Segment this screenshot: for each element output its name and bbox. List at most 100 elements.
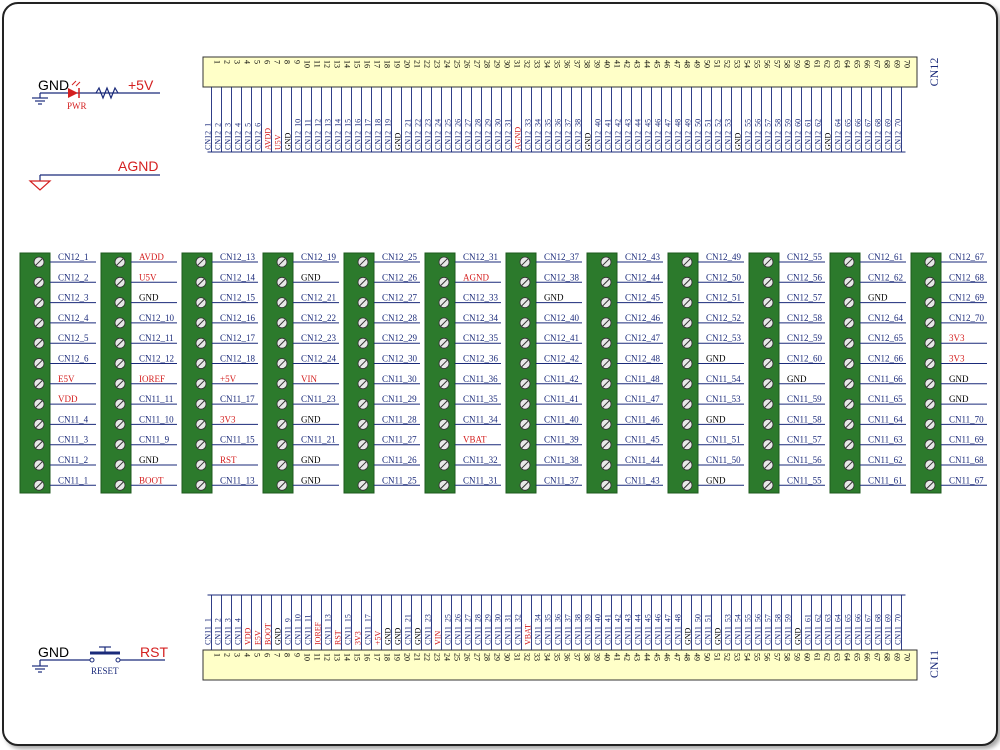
screw-terminal-icon[interactable] bbox=[924, 459, 936, 471]
screw-terminal-icon[interactable] bbox=[195, 317, 207, 329]
screw-terminal-icon[interactable] bbox=[762, 297, 774, 309]
screw-terminal-icon[interactable] bbox=[357, 256, 369, 268]
screw-terminal-icon[interactable] bbox=[843, 256, 855, 268]
screw-terminal-icon[interactable] bbox=[114, 459, 126, 471]
screw-terminal-icon[interactable] bbox=[195, 479, 207, 491]
screw-terminal-icon[interactable] bbox=[762, 398, 774, 410]
screw-terminal-icon[interactable] bbox=[114, 439, 126, 451]
screw-terminal-icon[interactable] bbox=[519, 398, 531, 410]
screw-terminal-icon[interactable] bbox=[924, 358, 936, 369]
screw-terminal-icon[interactable] bbox=[195, 337, 207, 349]
screw-terminal-icon[interactable] bbox=[924, 398, 936, 410]
screw-terminal-icon[interactable] bbox=[519, 378, 531, 390]
screw-terminal-icon[interactable] bbox=[195, 358, 207, 369]
screw-terminal-icon[interactable] bbox=[276, 297, 288, 309]
screw-terminal-icon[interactable] bbox=[600, 398, 612, 410]
screw-terminal-icon[interactable] bbox=[762, 459, 774, 471]
screw-terminal-icon[interactable] bbox=[600, 276, 612, 288]
screw-terminal-icon[interactable] bbox=[843, 378, 855, 390]
screw-terminal-icon[interactable] bbox=[276, 439, 288, 451]
screw-terminal-icon[interactable] bbox=[33, 317, 45, 329]
screw-terminal-icon[interactable] bbox=[357, 276, 369, 288]
screw-terminal-icon[interactable] bbox=[762, 418, 774, 430]
screw-terminal-icon[interactable] bbox=[519, 479, 531, 491]
screw-terminal-icon[interactable] bbox=[357, 378, 369, 390]
screw-terminal-icon[interactable] bbox=[114, 398, 126, 410]
screw-terminal-icon[interactable] bbox=[600, 297, 612, 309]
screw-terminal-icon[interactable] bbox=[114, 337, 126, 349]
screw-terminal-icon[interactable] bbox=[276, 276, 288, 288]
screw-terminal-icon[interactable] bbox=[114, 358, 126, 369]
screw-terminal-icon[interactable] bbox=[924, 297, 936, 309]
screw-terminal-icon[interactable] bbox=[195, 256, 207, 268]
screw-terminal-icon[interactable] bbox=[114, 256, 126, 268]
screw-terminal-icon[interactable] bbox=[276, 459, 288, 471]
screw-terminal-icon[interactable] bbox=[600, 378, 612, 390]
screw-terminal-icon[interactable] bbox=[438, 358, 450, 369]
screw-terminal-icon[interactable] bbox=[519, 256, 531, 268]
screw-terminal-icon[interactable] bbox=[438, 479, 450, 491]
screw-terminal-icon[interactable] bbox=[519, 459, 531, 471]
screw-terminal-icon[interactable] bbox=[276, 317, 288, 329]
screw-terminal-icon[interactable] bbox=[924, 418, 936, 430]
screw-terminal-icon[interactable] bbox=[195, 378, 207, 390]
screw-terminal-icon[interactable] bbox=[843, 418, 855, 430]
screw-terminal-icon[interactable] bbox=[519, 317, 531, 329]
screw-terminal-icon[interactable] bbox=[357, 439, 369, 451]
screw-terminal-icon[interactable] bbox=[276, 337, 288, 349]
screw-terminal-icon[interactable] bbox=[357, 398, 369, 410]
screw-terminal-icon[interactable] bbox=[600, 479, 612, 491]
screw-terminal-icon[interactable] bbox=[600, 459, 612, 471]
screw-terminal-icon[interactable] bbox=[114, 479, 126, 491]
screw-terminal-icon[interactable] bbox=[843, 337, 855, 349]
screw-terminal-icon[interactable] bbox=[357, 358, 369, 369]
screw-terminal-icon[interactable] bbox=[33, 297, 45, 309]
screw-terminal-icon[interactable] bbox=[600, 439, 612, 451]
screw-terminal-icon[interactable] bbox=[438, 378, 450, 390]
screw-terminal-icon[interactable] bbox=[33, 479, 45, 491]
screw-terminal-icon[interactable] bbox=[762, 317, 774, 329]
screw-terminal-icon[interactable] bbox=[33, 256, 45, 268]
screw-terminal-icon[interactable] bbox=[33, 398, 45, 410]
screw-terminal-icon[interactable] bbox=[843, 459, 855, 471]
screw-terminal-icon[interactable] bbox=[438, 317, 450, 329]
screw-terminal-icon[interactable] bbox=[843, 398, 855, 410]
screw-terminal-icon[interactable] bbox=[438, 398, 450, 410]
screw-terminal-icon[interactable] bbox=[762, 479, 774, 491]
screw-terminal-icon[interactable] bbox=[519, 358, 531, 369]
screw-terminal-icon[interactable] bbox=[438, 459, 450, 471]
screw-terminal-icon[interactable] bbox=[438, 297, 450, 309]
screw-terminal-icon[interactable] bbox=[276, 378, 288, 390]
screw-terminal-icon[interactable] bbox=[519, 276, 531, 288]
screw-terminal-icon[interactable] bbox=[681, 398, 693, 410]
screw-terminal-icon[interactable] bbox=[357, 317, 369, 329]
screw-terminal-icon[interactable] bbox=[600, 337, 612, 349]
screw-terminal-icon[interactable] bbox=[681, 317, 693, 329]
screw-terminal-icon[interactable] bbox=[681, 459, 693, 471]
screw-terminal-icon[interactable] bbox=[438, 418, 450, 430]
screw-terminal-icon[interactable] bbox=[519, 418, 531, 430]
screw-terminal-icon[interactable] bbox=[195, 398, 207, 410]
screw-terminal-icon[interactable] bbox=[33, 378, 45, 390]
screw-terminal-icon[interactable] bbox=[681, 337, 693, 349]
screw-terminal-icon[interactable] bbox=[924, 317, 936, 329]
screw-terminal-icon[interactable] bbox=[519, 297, 531, 309]
screw-terminal-icon[interactable] bbox=[681, 276, 693, 288]
screw-terminal-icon[interactable] bbox=[843, 297, 855, 309]
screw-terminal-icon[interactable] bbox=[33, 418, 45, 430]
screw-terminal-icon[interactable] bbox=[357, 337, 369, 349]
screw-terminal-icon[interactable] bbox=[276, 256, 288, 268]
screw-terminal-icon[interactable] bbox=[762, 337, 774, 349]
screw-terminal-icon[interactable] bbox=[600, 256, 612, 268]
screw-terminal-icon[interactable] bbox=[843, 439, 855, 451]
screw-terminal-icon[interactable] bbox=[762, 358, 774, 369]
screw-terminal-icon[interactable] bbox=[519, 337, 531, 349]
screw-terminal-icon[interactable] bbox=[114, 418, 126, 430]
screw-terminal-icon[interactable] bbox=[762, 378, 774, 390]
screw-terminal-icon[interactable] bbox=[519, 439, 531, 451]
screw-terminal-icon[interactable] bbox=[195, 439, 207, 451]
screw-terminal-icon[interactable] bbox=[681, 256, 693, 268]
screw-terminal-icon[interactable] bbox=[762, 256, 774, 268]
screw-terminal-icon[interactable] bbox=[33, 358, 45, 369]
screw-terminal-icon[interactable] bbox=[843, 276, 855, 288]
